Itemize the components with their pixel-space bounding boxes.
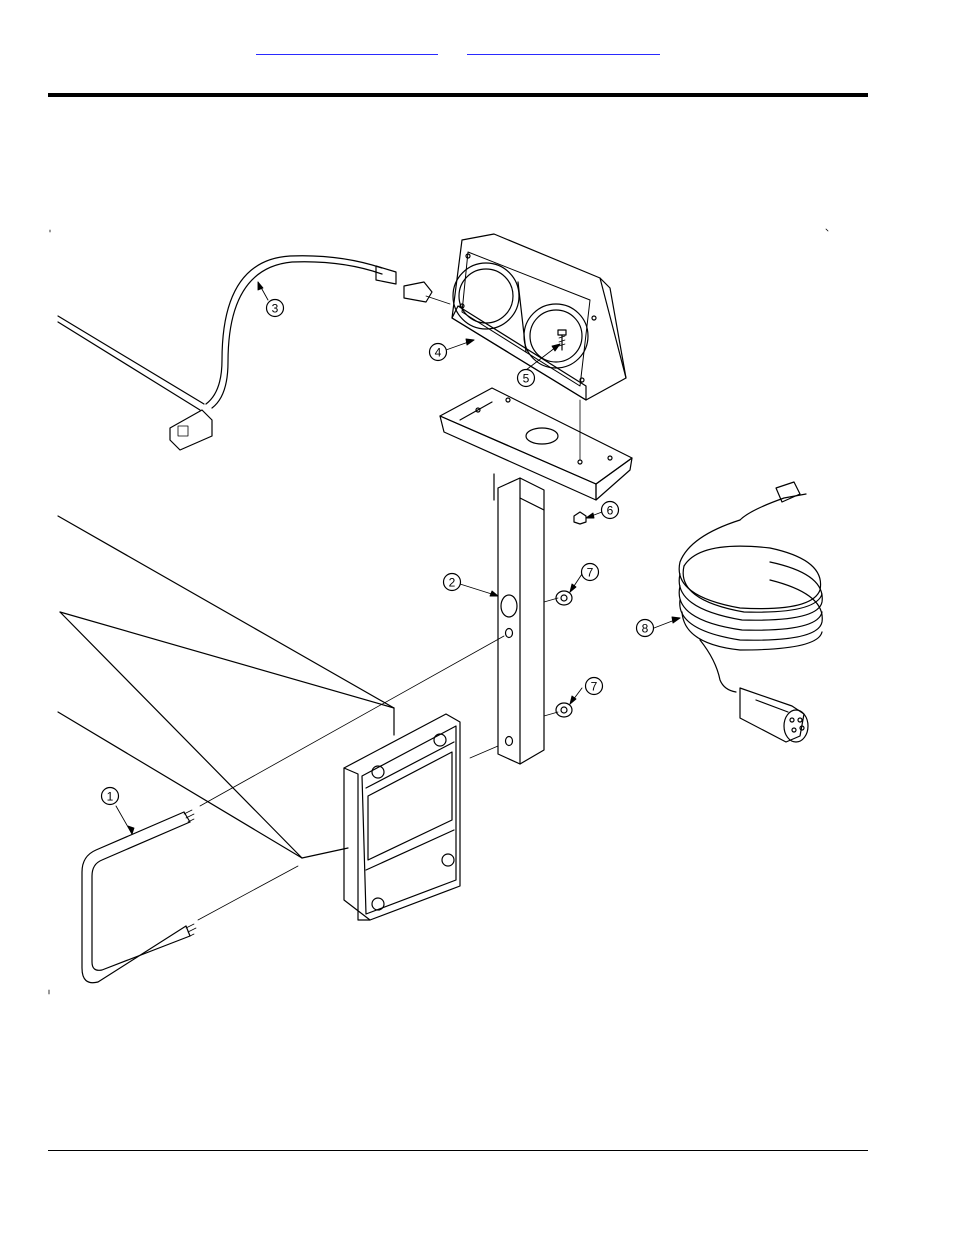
callout-5-label: 5 bbox=[523, 372, 530, 386]
callout-7-lower-label: 7 bbox=[591, 680, 598, 694]
callout-8-label: 8 bbox=[642, 622, 649, 636]
callout-4-label: 4 bbox=[435, 346, 442, 360]
callout-6: 6 bbox=[602, 502, 619, 519]
callout-3: 3 bbox=[267, 300, 284, 317]
callout-6-label: 6 bbox=[607, 504, 614, 518]
mounting-plate bbox=[344, 714, 460, 920]
wiring-harness bbox=[58, 256, 450, 450]
callout-1: 1 bbox=[102, 788, 119, 805]
callout-8: 8 bbox=[637, 620, 654, 637]
light-bracket bbox=[440, 388, 632, 500]
callout-7-upper: 7 bbox=[582, 564, 599, 581]
callout-3-label: 3 bbox=[272, 302, 279, 316]
callout-2: 2 bbox=[444, 574, 461, 591]
bolt-part-5 bbox=[558, 330, 566, 350]
callout-7-lower: 7 bbox=[586, 678, 603, 695]
nut-part-7-upper bbox=[556, 591, 572, 605]
callout-7-upper-label: 7 bbox=[587, 566, 594, 580]
light-post bbox=[470, 474, 558, 764]
nut-part-6 bbox=[574, 512, 586, 524]
u-bolt bbox=[82, 636, 504, 983]
nut-part-7-lower bbox=[556, 703, 572, 717]
leader-lines bbox=[116, 282, 680, 834]
callout-1-label: 1 bbox=[107, 790, 114, 804]
footer-rule bbox=[48, 1150, 868, 1151]
coiled-cord bbox=[679, 482, 822, 742]
light-housing bbox=[452, 234, 626, 400]
callout-2-label: 2 bbox=[449, 576, 456, 590]
callout-5: 5 bbox=[518, 370, 535, 387]
callout-4: 4 bbox=[430, 344, 447, 361]
